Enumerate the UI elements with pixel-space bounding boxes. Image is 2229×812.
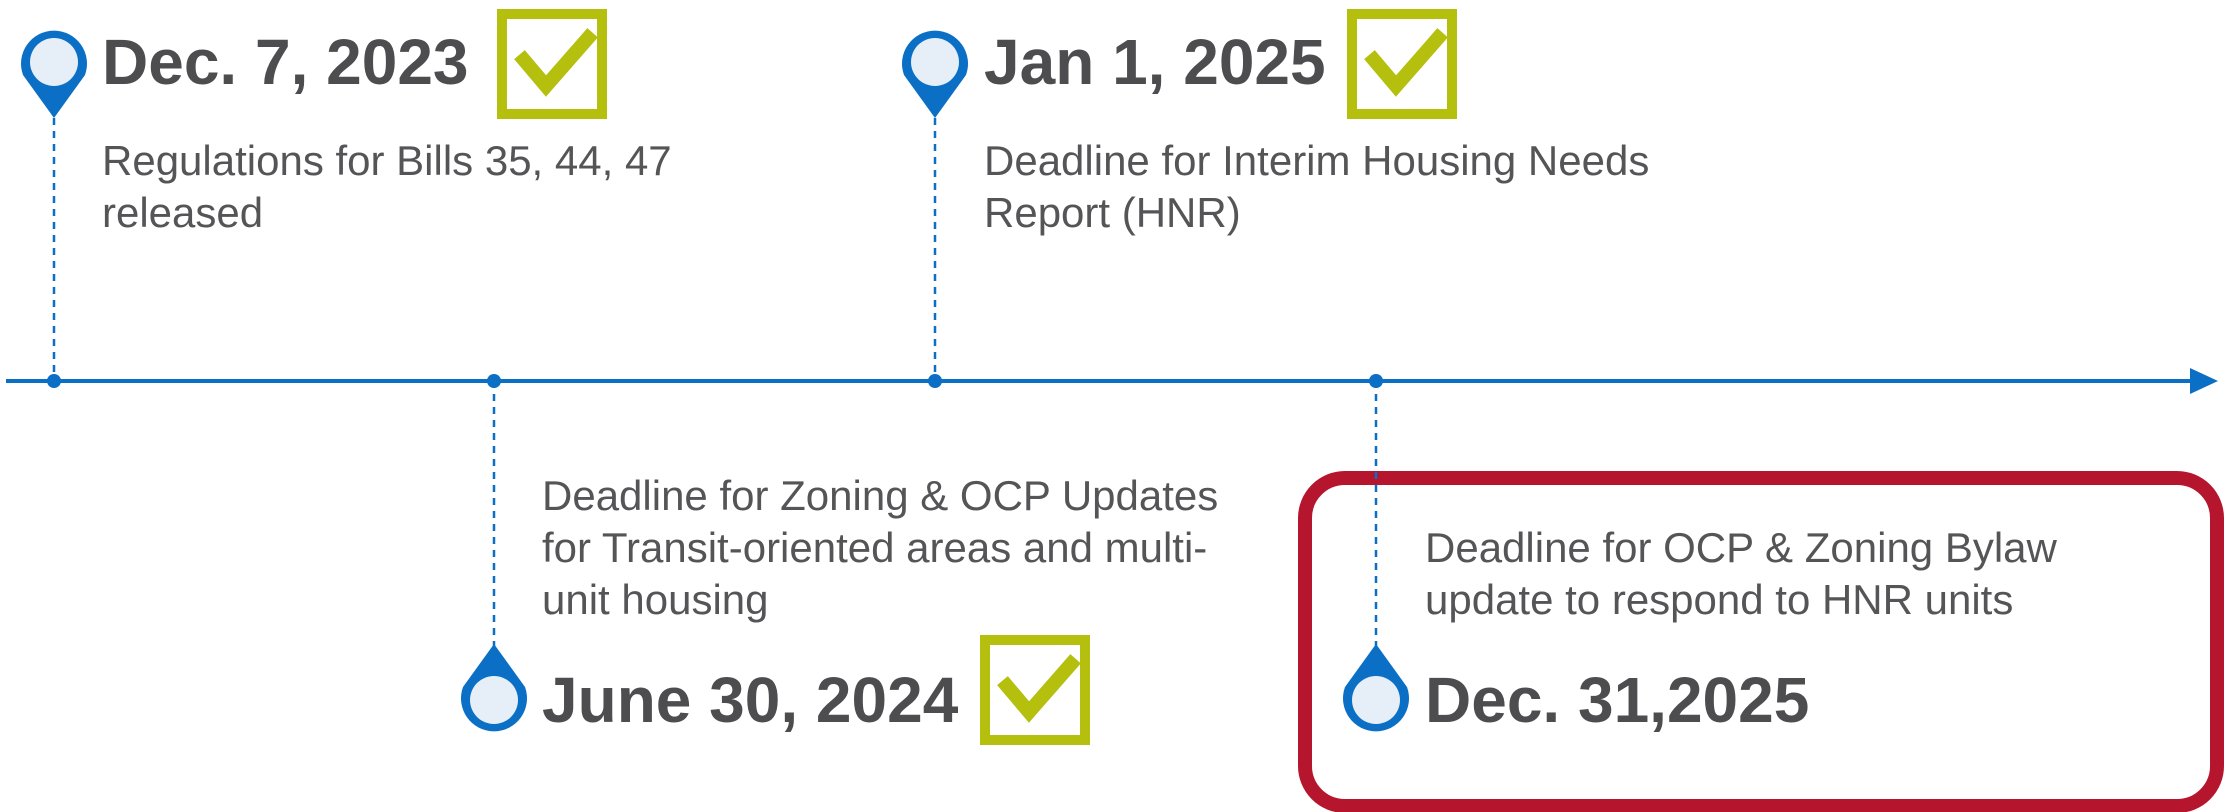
axis-dot-4 bbox=[1369, 374, 1383, 388]
checkbox-checked-icon-3 bbox=[1347, 9, 1457, 119]
description-line: released bbox=[102, 189, 264, 236]
description-line: Deadline for OCP & Zoning Bylaw bbox=[1425, 524, 2057, 571]
milestone-description-2: Deadline for Zoning & OCP Updates for Tr… bbox=[542, 470, 1218, 626]
milestone-description-4: Deadline for OCP & Zoning Bylaw update t… bbox=[1425, 522, 2057, 626]
highlight-box bbox=[1298, 471, 2224, 812]
milestone-date-4: Dec. 31,2025 bbox=[1425, 664, 1810, 736]
milestone-date-2: June 30, 2024 bbox=[542, 664, 959, 736]
axis-dot-2 bbox=[487, 374, 501, 388]
description-line: Regulations for Bills 35, 44, 47 bbox=[102, 137, 672, 184]
checkbox-checked-icon-1 bbox=[497, 9, 607, 119]
description-line: update to respond to HNR units bbox=[1425, 576, 2014, 623]
axis-dot-1 bbox=[47, 374, 61, 388]
map-pin-icon-3 bbox=[902, 30, 968, 119]
description-line: unit housing bbox=[542, 576, 769, 623]
milestone-date-1: Dec. 7, 2023 bbox=[102, 26, 469, 98]
description-line: Deadline for Interim Housing Needs bbox=[984, 137, 1650, 184]
milestone-description-1: Regulations for Bills 35, 44, 47 release… bbox=[102, 135, 672, 239]
description-line: for Transit-oriented areas and multi- bbox=[542, 524, 1208, 571]
axis-arrowhead bbox=[2190, 368, 2218, 394]
map-pin-icon-2 bbox=[461, 644, 527, 732]
axis-dot-3 bbox=[928, 374, 942, 388]
milestone-date-3: Jan 1, 2025 bbox=[984, 26, 1326, 98]
milestone-description-3: Deadline for Interim Housing Needs Repor… bbox=[984, 135, 1649, 239]
description-line: Report (HNR) bbox=[984, 189, 1241, 236]
checkbox-checked-icon-2 bbox=[980, 635, 1090, 745]
description-line: Deadline for Zoning & OCP Updates bbox=[542, 472, 1219, 519]
map-pin-icon-1 bbox=[21, 30, 88, 119]
map-pin-icon-4 bbox=[1343, 644, 1409, 732]
